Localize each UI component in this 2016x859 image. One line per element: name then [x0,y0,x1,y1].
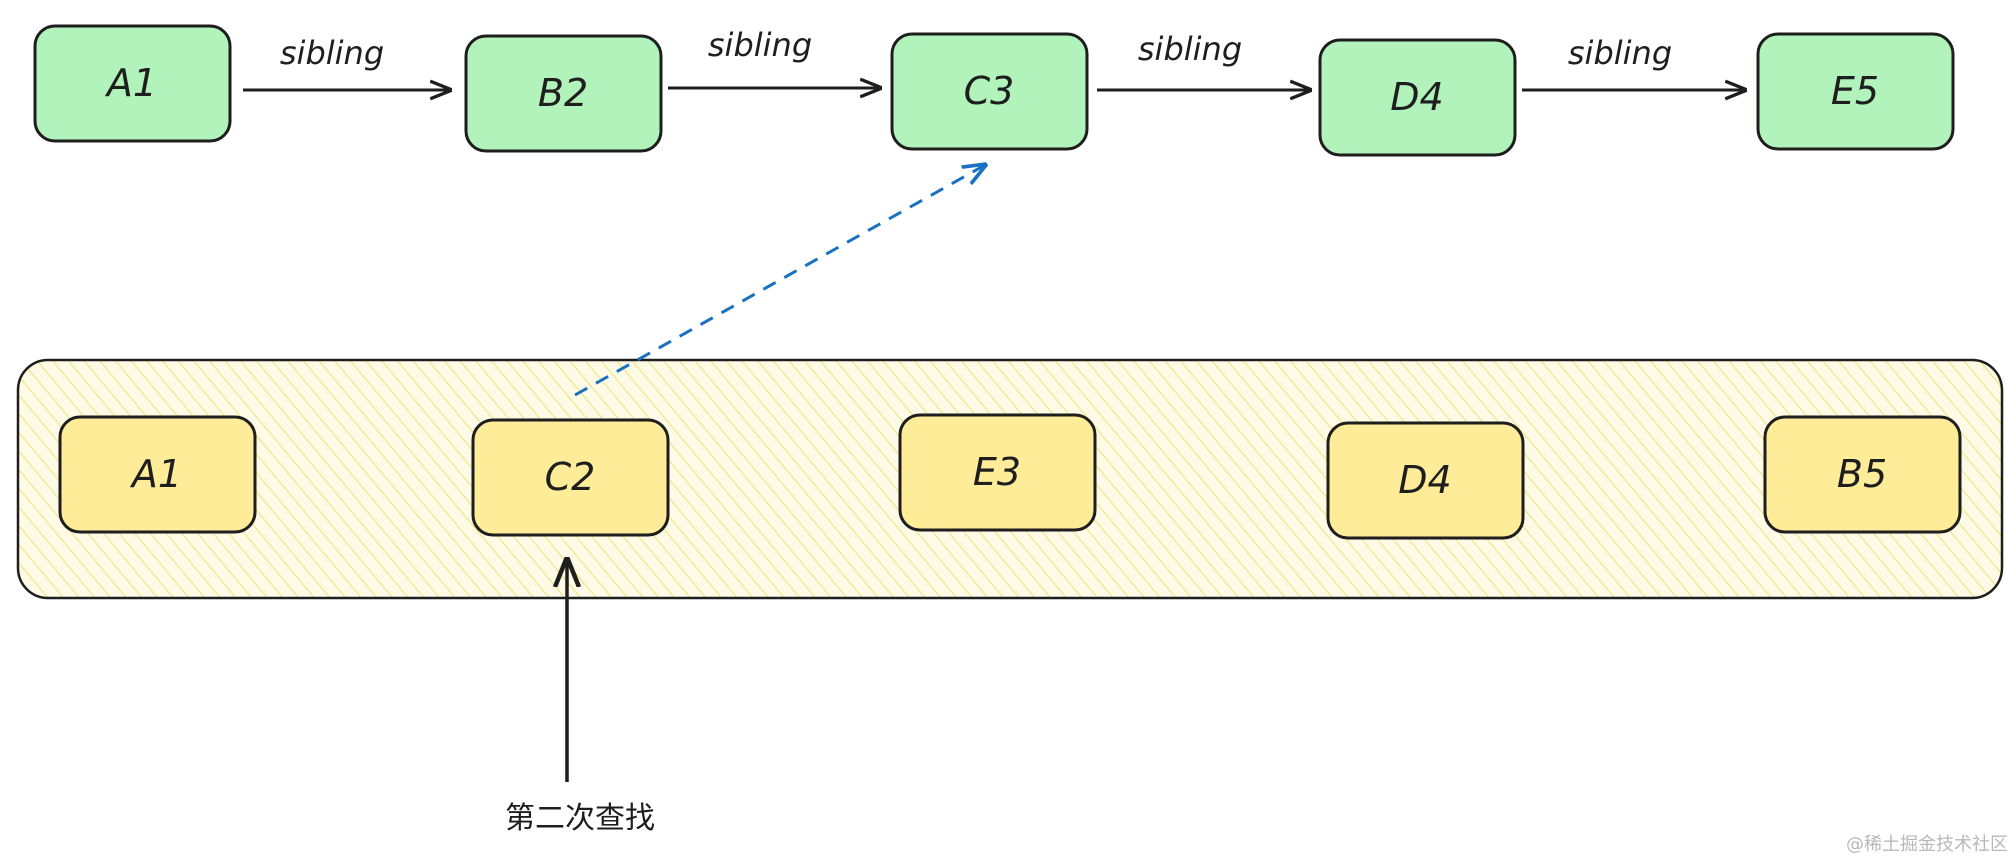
bottom-node-a1-box [58,415,257,534]
sibling-edge-a1-b2: sibling [243,34,450,90]
top-node-a1-label: A1 [104,61,157,105]
top-node-a1-box [33,24,232,143]
top-node-a1: A1 [33,24,232,143]
dashed-link-c2-to-c3 [574,165,985,397]
top-node-c3: C3 [890,32,1089,151]
sibling-label-1: sibling [280,34,384,72]
bottom-node-e3-label: E3 [973,450,1021,494]
bottom-node-e3-box [898,413,1097,532]
top-node-c3-box [890,32,1089,151]
top-node-d4-label: D4 [1390,75,1443,119]
sibling-label-3: sibling [1138,30,1242,68]
sibling-edges: sibling sibling sibling sibling [243,26,1745,90]
bottom-node-e3: E3 [898,413,1097,532]
top-node-e5-label: E5 [1831,69,1879,113]
bottom-node-a1-label: A1 [129,452,182,496]
top-node-b2-box [464,34,663,153]
top-row: A1 B2 C3 D4 E5 [33,24,1955,157]
top-node-e5-box [1756,32,1955,151]
bottom-node-d4: D4 [1326,421,1525,540]
bottom-node-b5-label: B5 [1837,452,1887,496]
sibling-label-2: sibling [708,26,812,64]
top-node-b2: B2 [464,34,663,153]
bottom-node-d4-box [1326,421,1525,540]
bottom-row: A1 C2 E3 D4 B5 [58,413,1962,540]
sibling-label-4: sibling [1568,34,1672,72]
bottom-node-d4-label: D4 [1398,458,1451,502]
bottom-node-c2-label: C2 [545,455,596,499]
sibling-edge-c3-d4: sibling [1097,30,1310,90]
top-node-b2-label: B2 [538,71,588,115]
top-node-e5: E5 [1756,32,1955,151]
sibling-edge-d4-e5: sibling [1522,34,1745,90]
pointer-caption: 第二次查找 [505,801,655,836]
bottom-node-b5: B5 [1763,415,1962,534]
bottom-node-a1: A1 [58,415,257,534]
watermark-text: @稀土掘金技术社区 [1846,834,2008,855]
sibling-edge-b2-c3: sibling [668,26,880,88]
top-node-d4-box [1318,38,1517,157]
bottom-node-b5-box [1763,415,1962,534]
top-node-c3-label: C3 [964,69,1015,113]
bottom-node-c2-box [471,418,670,537]
top-node-d4: D4 [1318,38,1517,157]
bottom-node-c2: C2 [471,418,670,537]
